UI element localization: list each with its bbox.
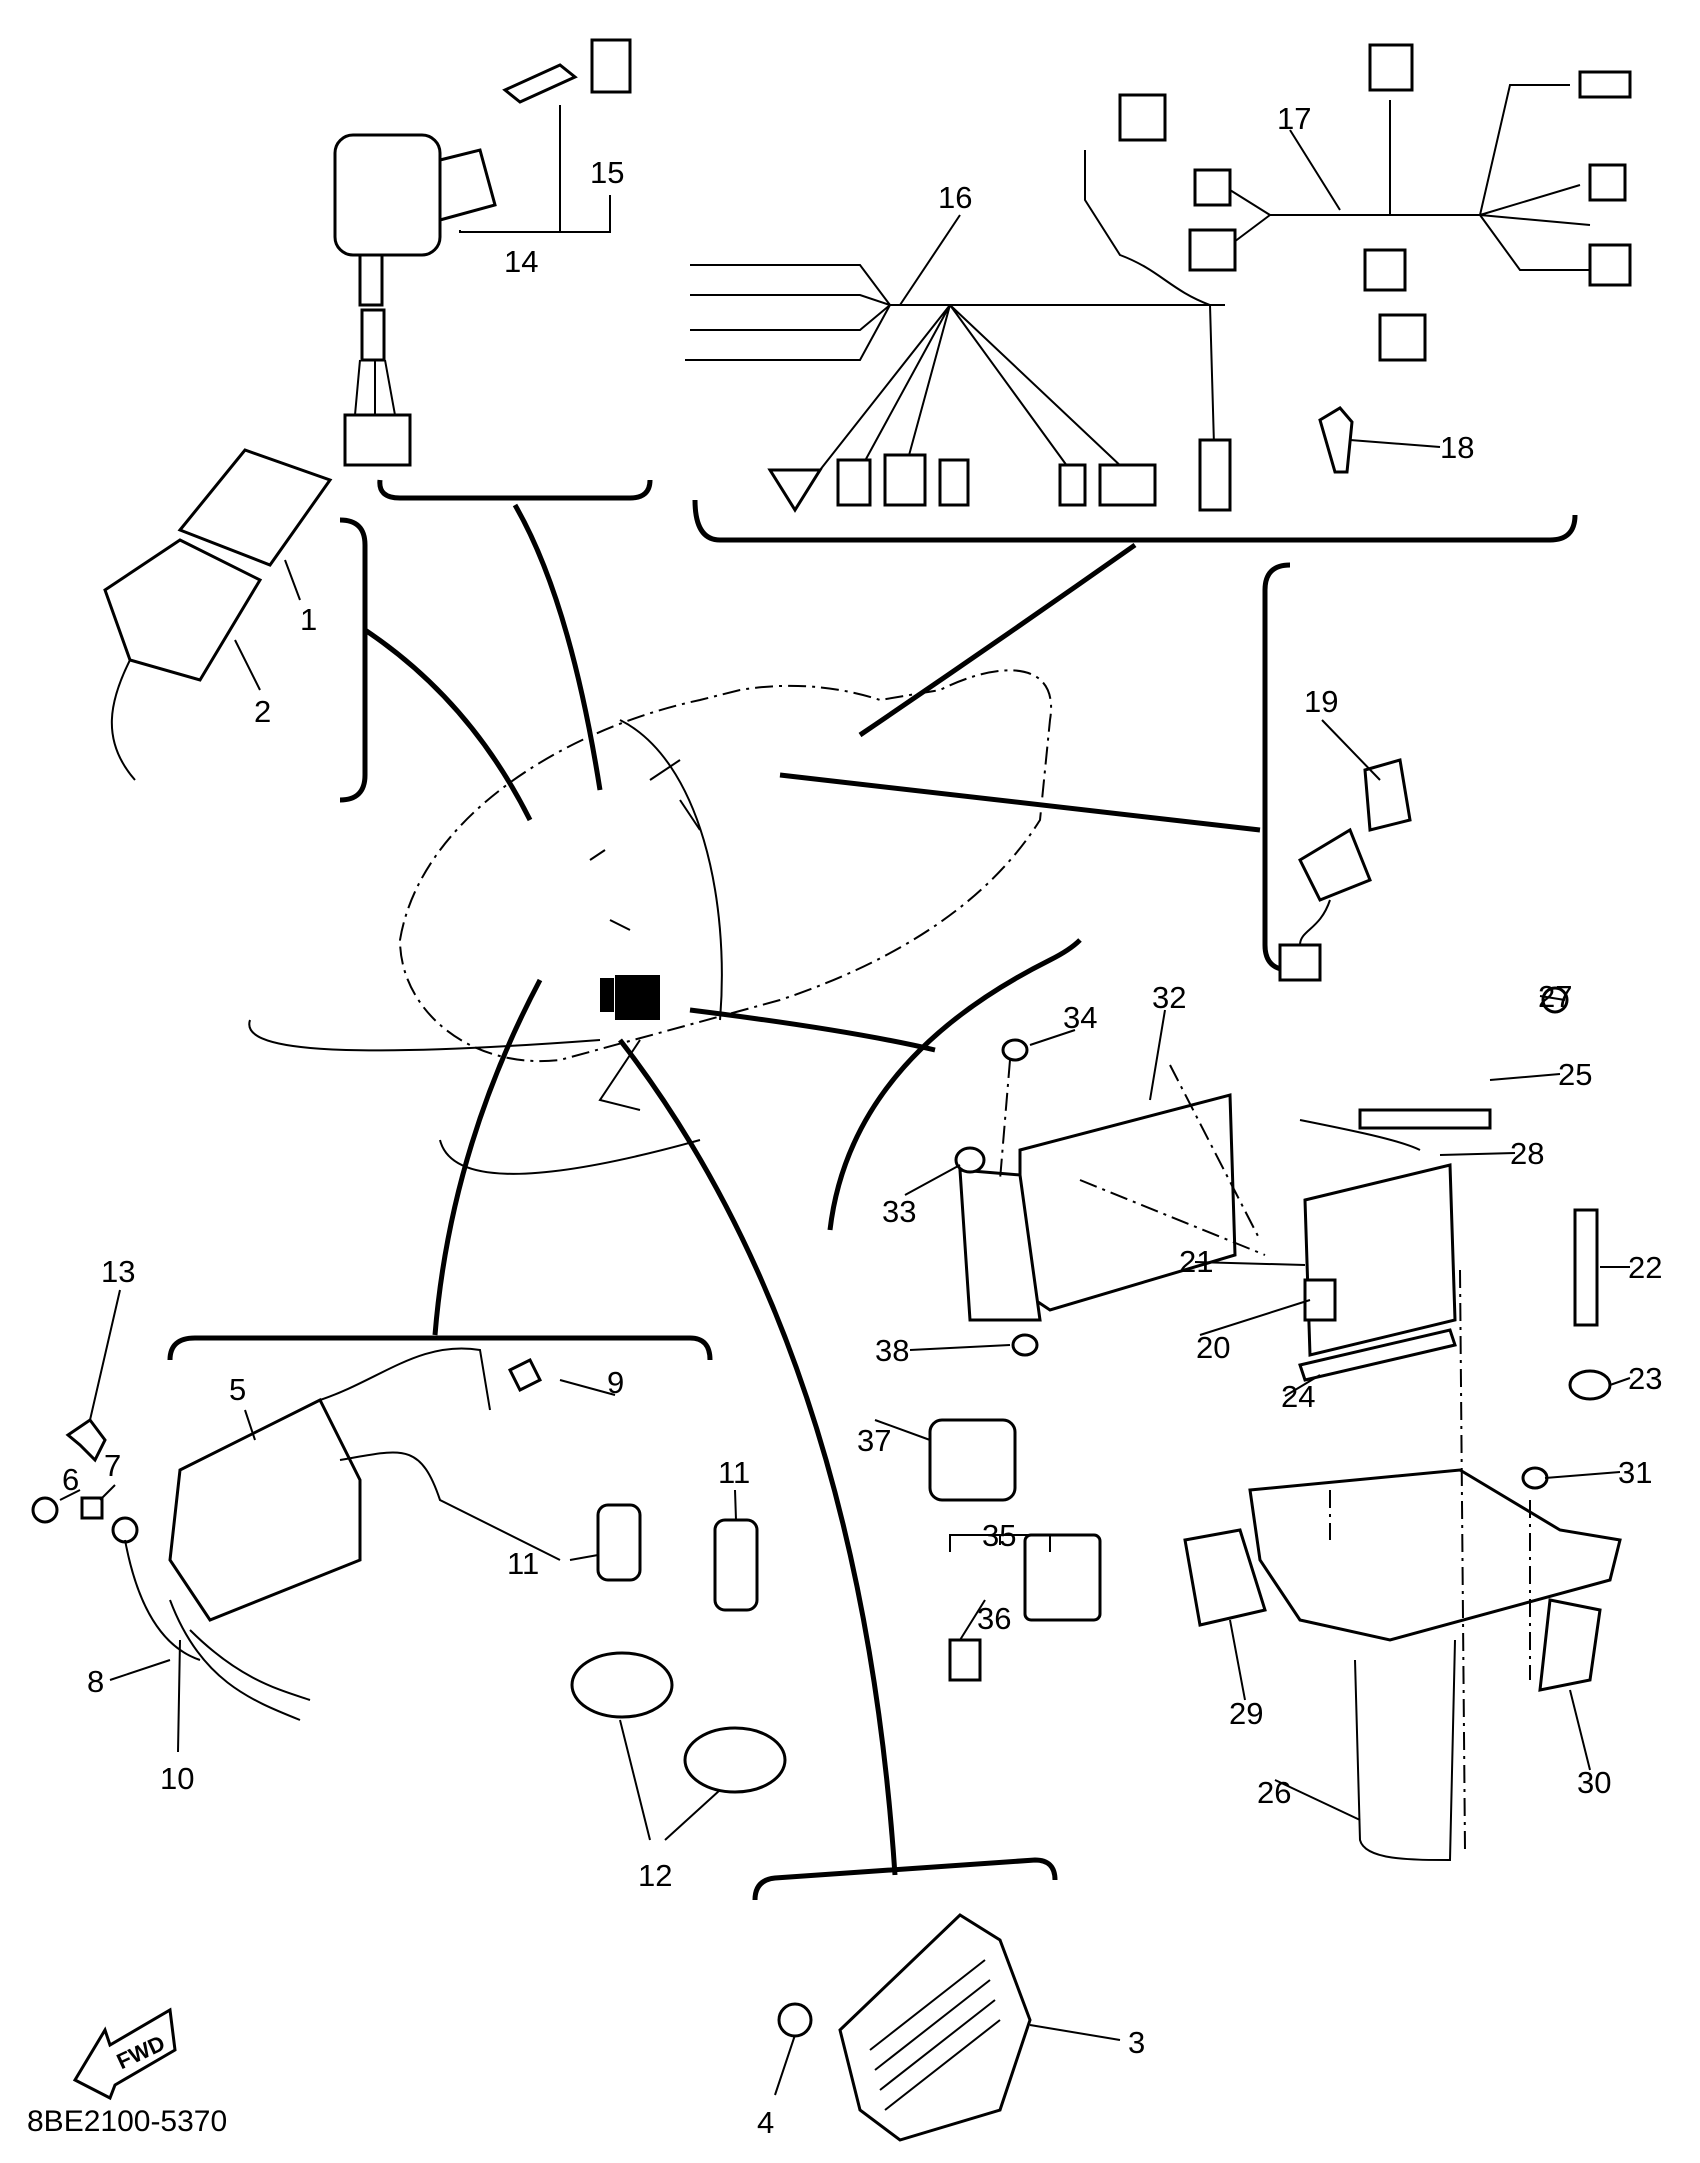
callout-23: 23 bbox=[1628, 1361, 1662, 1396]
battery-tray-part bbox=[1248, 1468, 1622, 1642]
callout-4: 4 bbox=[757, 2105, 774, 2140]
main-switch-part bbox=[333, 133, 442, 257]
callout-28: 28 bbox=[1510, 1136, 1544, 1171]
callout-10: 10 bbox=[160, 1761, 194, 1796]
nut-part bbox=[777, 2002, 813, 2038]
callout-19: 19 bbox=[1304, 684, 1338, 719]
callout-30: 30 bbox=[1577, 1765, 1611, 1800]
callout-29: 29 bbox=[1229, 1696, 1263, 1731]
callout-25: 25 bbox=[1558, 1057, 1592, 1092]
leader-lines bbox=[59, 129, 1631, 2096]
callout-24: 24 bbox=[1281, 1379, 1315, 1414]
callout-14: 14 bbox=[504, 244, 538, 279]
callout-5: 5 bbox=[229, 1372, 246, 1407]
callout-1: 1 bbox=[300, 602, 317, 637]
callout-2: 2 bbox=[254, 694, 271, 729]
callout-36: 36 bbox=[977, 1601, 1011, 1636]
callout-11-right: 11 bbox=[718, 1455, 750, 1490]
group-brackets bbox=[167, 479, 1578, 1901]
callout-3: 3 bbox=[1128, 2025, 1145, 2060]
callout-20: 20 bbox=[1196, 1330, 1230, 1365]
key-tag-part bbox=[590, 38, 632, 94]
diagram-code: 8BE2100-5370 bbox=[27, 2105, 227, 2138]
callout-22: 22 bbox=[1628, 1250, 1662, 1285]
callout-38: 38 bbox=[875, 1333, 909, 1368]
callout-15: 15 bbox=[590, 155, 624, 190]
callout-9: 9 bbox=[607, 1365, 624, 1400]
snowmobile-outline bbox=[248, 669, 1053, 1175]
callout-37: 37 bbox=[857, 1423, 891, 1458]
callout-35: 35 bbox=[982, 1518, 1016, 1553]
callout-16: 16 bbox=[938, 180, 972, 215]
rectifier-regulator-part bbox=[838, 1913, 1032, 2142]
callout-11-left: 11 bbox=[507, 1546, 539, 1581]
callout-34: 34 bbox=[1063, 1000, 1097, 1035]
callout-13: 13 bbox=[101, 1254, 135, 1289]
callout-21: 21 bbox=[1179, 1244, 1213, 1279]
callout-31: 31 bbox=[1618, 1455, 1652, 1490]
callout-32: 32 bbox=[1152, 980, 1186, 1015]
callout-6: 6 bbox=[62, 1462, 79, 1497]
key-part bbox=[502, 63, 578, 104]
callout-12: 12 bbox=[638, 1858, 672, 1893]
callout-8: 8 bbox=[87, 1664, 104, 1699]
callout-18: 18 bbox=[1440, 430, 1474, 465]
electrical-box-icon bbox=[615, 975, 660, 1020]
part-drawings bbox=[31, 38, 1632, 2142]
callout-33: 33 bbox=[882, 1194, 916, 1229]
pointer-arrows bbox=[363, 503, 1261, 1876]
grip-part bbox=[177, 448, 333, 567]
ignition-coil-part bbox=[168, 1397, 362, 1622]
callout-26: 26 bbox=[1257, 1775, 1291, 1810]
callout-labels: 1 2 3 4 5 6 7 8 9 10 11 11 12 13 14 15 1… bbox=[62, 101, 1662, 2140]
battery-part bbox=[1303, 1163, 1457, 1357]
callout-7: 7 bbox=[104, 1448, 121, 1483]
forward-arrow-icon: FWD bbox=[72, 2007, 177, 2101]
handlebar-switch-part bbox=[103, 538, 263, 682]
callout-27: 27 bbox=[1538, 979, 1572, 1014]
callout-17: 17 bbox=[1277, 101, 1311, 136]
